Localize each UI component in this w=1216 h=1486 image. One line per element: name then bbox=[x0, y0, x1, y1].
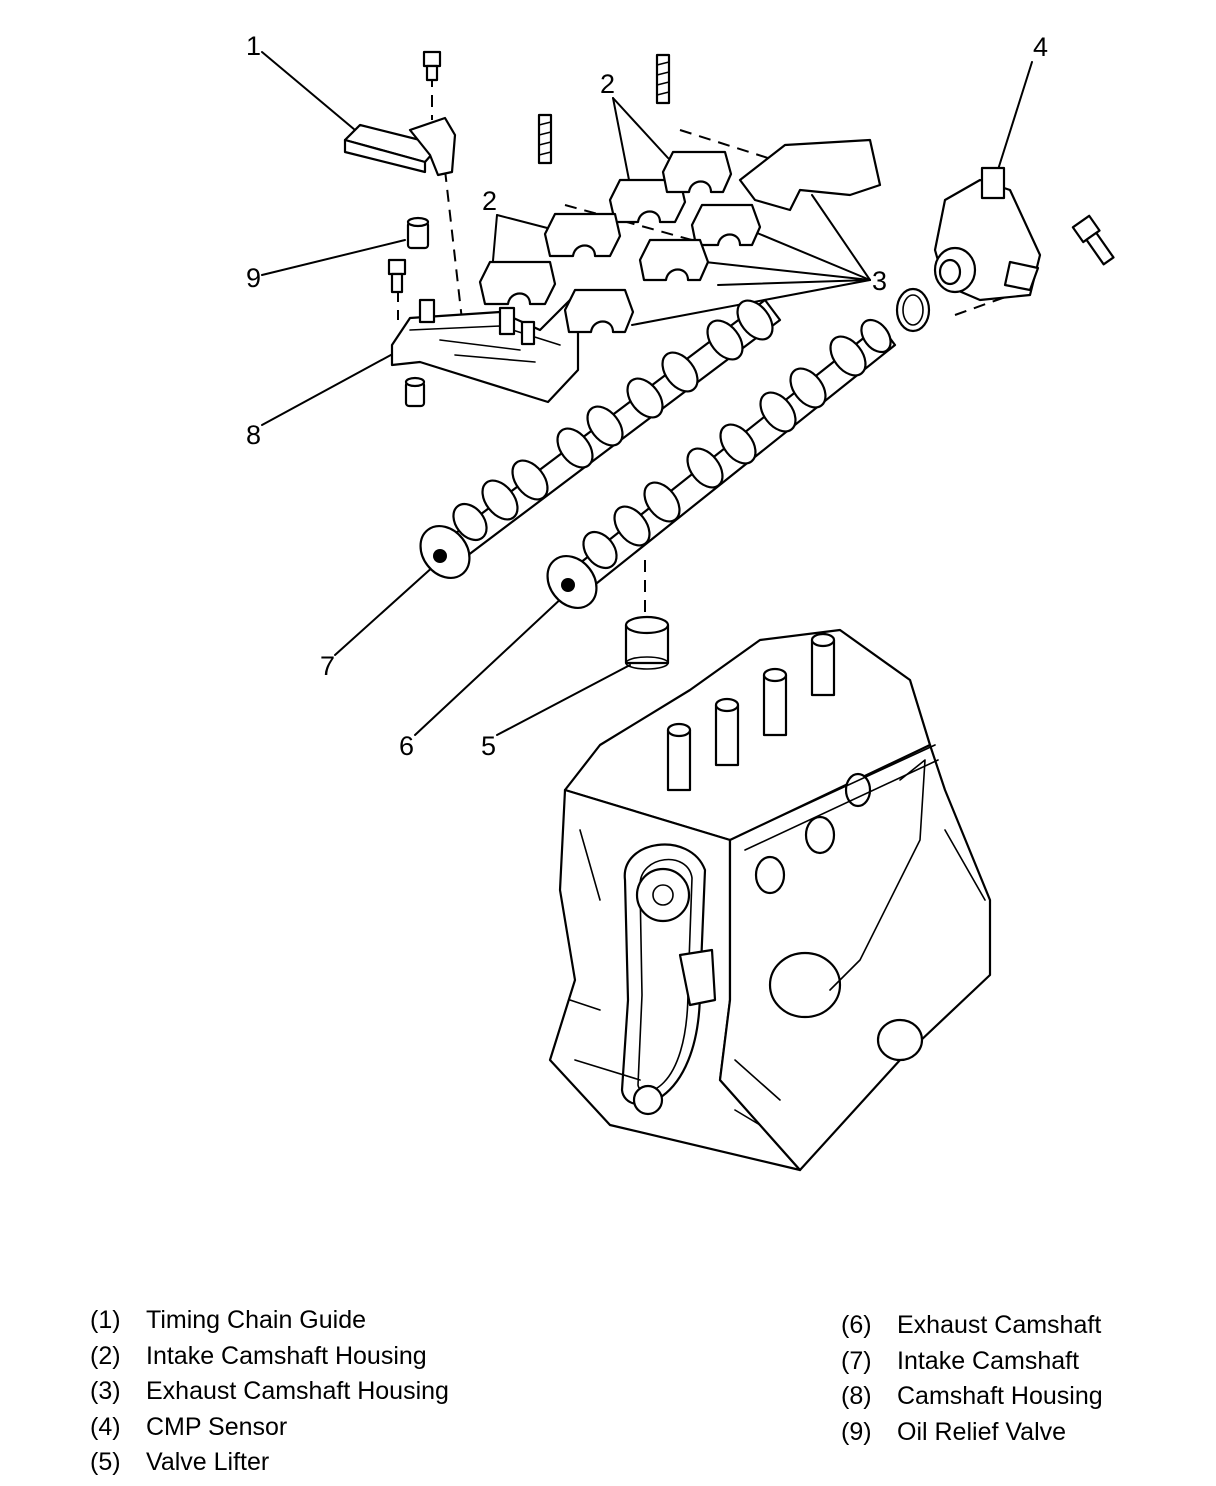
legend-item: (4) CMP Sensor bbox=[90, 1410, 449, 1446]
legend-number: (7) bbox=[841, 1346, 872, 1375]
exhaust-camshaft bbox=[546, 318, 897, 609]
leader-lines bbox=[261, 51, 1033, 736]
legend-label: CMP Sensor bbox=[146, 1412, 288, 1441]
legend-item: (5) Valve Lifter bbox=[90, 1445, 449, 1481]
intake-camshaft bbox=[419, 298, 782, 579]
callout-3: 3 bbox=[872, 266, 887, 296]
engine-block bbox=[548, 628, 992, 1172]
oil-relief-valve bbox=[404, 216, 430, 408]
callout-8: 8 bbox=[246, 420, 261, 450]
legend-number: (6) bbox=[841, 1311, 872, 1339]
legend-number: (1) bbox=[90, 1306, 121, 1334]
exploded-view-diagram: 1 2 2 3 4 5 6 7 8 9 bbox=[246, 31, 1115, 1172]
legend-label: Exhaust Camshaft Housing bbox=[146, 1377, 449, 1405]
callout-6: 6 bbox=[399, 731, 414, 761]
legend-item: (2) Intake Camshaft Housing bbox=[90, 1339, 449, 1375]
legend-item: (3) Exhaust Camshaft Housing bbox=[90, 1374, 449, 1410]
cmp-sensor bbox=[933, 166, 1042, 302]
legend-item: (8) Camshaft Housing bbox=[841, 1379, 1103, 1415]
callout-5: 5 bbox=[481, 731, 496, 761]
legend-item: (6) Exhaust Camshaft bbox=[841, 1308, 1103, 1344]
camshaft-caps bbox=[478, 138, 882, 334]
legend-label: Timing Chain Guide bbox=[146, 1306, 367, 1334]
callout-9: 9 bbox=[246, 263, 261, 293]
callout-7: 7 bbox=[320, 651, 335, 681]
legend-item: (7) Intake Camshaft bbox=[841, 1344, 1103, 1380]
legend-left-column: (1) Timing Chain Guide (2) Intake Camshaft… bbox=[90, 1303, 449, 1481]
legend-number: (3) bbox=[90, 1377, 121, 1405]
legend-number: (8) bbox=[841, 1382, 872, 1410]
legend-number: (5) bbox=[90, 1448, 121, 1476]
callout-2-upper: 2 bbox=[600, 69, 615, 99]
legend-number: (4) bbox=[90, 1412, 121, 1441]
valve-lifter bbox=[624, 615, 670, 670]
legend-number: (9) bbox=[841, 1417, 872, 1446]
timing-chain-guide bbox=[343, 116, 457, 177]
legend-label: Exhaust Camshaft bbox=[897, 1311, 1102, 1339]
legend-label: Oil Relief Valve bbox=[897, 1417, 1067, 1446]
legend-label: Valve Lifter bbox=[146, 1448, 270, 1476]
legend-number: (2) bbox=[90, 1341, 121, 1370]
legend-label: Camshaft Housing bbox=[897, 1382, 1103, 1410]
legend-label: Intake Camshaft Housing bbox=[146, 1341, 427, 1370]
legend-right-column: (6) Exhaust Camshaft (7) Intake Camshaft (… bbox=[841, 1308, 1103, 1450]
legend-item: (1) Timing Chain Guide bbox=[90, 1303, 449, 1339]
bolts bbox=[387, 50, 1115, 294]
callout-2-lower: 2 bbox=[482, 186, 497, 216]
callout-1: 1 bbox=[246, 31, 261, 61]
callout-4: 4 bbox=[1033, 32, 1048, 62]
legend-label: Intake Camshaft bbox=[897, 1346, 1080, 1375]
legend-item: (9) Oil Relief Valve bbox=[841, 1415, 1103, 1451]
